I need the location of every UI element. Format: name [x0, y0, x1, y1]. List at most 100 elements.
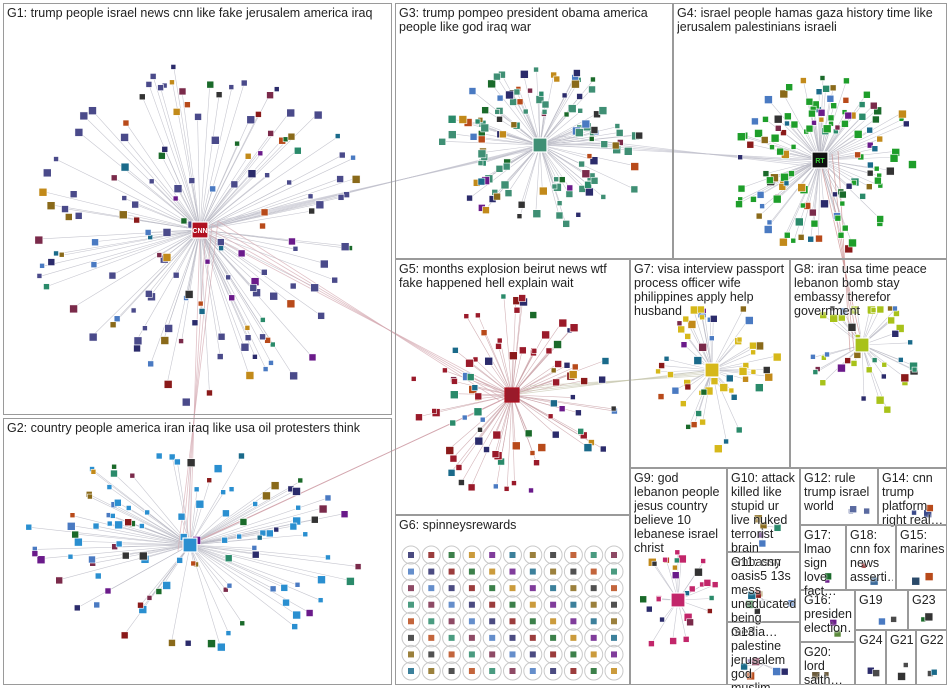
graph-node[interactable]: [822, 124, 832, 134]
graph-node[interactable]: [590, 634, 597, 641]
graph-node[interactable]: [590, 568, 597, 575]
graph-node[interactable]: [785, 83, 793, 91]
graph-node[interactable]: [184, 639, 192, 647]
graph-node[interactable]: [590, 552, 597, 558]
graph-node[interactable]: [354, 563, 362, 570]
graph-node[interactable]: [198, 308, 206, 315]
graph-node[interactable]: [800, 202, 806, 209]
graph-node[interactable]: [737, 184, 746, 193]
graph-node[interactable]: [872, 669, 880, 677]
graph-node[interactable]: [550, 552, 557, 558]
graph-node[interactable]: [195, 499, 205, 509]
graph-node[interactable]: [408, 585, 414, 592]
graph-node[interactable]: [611, 618, 617, 625]
graph-node[interactable]: [776, 147, 784, 156]
graph-node[interactable]: [249, 284, 258, 292]
graph-node[interactable]: [772, 667, 781, 676]
graph-node[interactable]: [569, 323, 579, 333]
graph-node[interactable]: [897, 672, 906, 681]
graph-node[interactable]: [145, 290, 153, 298]
graph-node[interactable]: [264, 337, 271, 344]
graph-node[interactable]: [36, 273, 43, 279]
graph-node[interactable]: [270, 481, 280, 490]
graph-node[interactable]: [851, 179, 857, 186]
graph-node[interactable]: [588, 136, 595, 142]
graph-node[interactable]: [819, 311, 828, 319]
graph-node[interactable]: [164, 324, 173, 333]
graph-node[interactable]: [289, 282, 297, 290]
graph-node[interactable]: [289, 522, 298, 531]
graph-node[interactable]: [42, 168, 52, 178]
graph-node[interactable]: [725, 374, 734, 383]
graph-node[interactable]: [611, 651, 617, 658]
graph-node[interactable]: [754, 129, 763, 138]
graph-node[interactable]: [209, 185, 216, 193]
graph-node[interactable]: [118, 210, 128, 220]
graph-node[interactable]: [269, 291, 278, 301]
graph-node[interactable]: [930, 668, 938, 676]
graph-node[interactable]: [870, 307, 877, 313]
graph-node[interactable]: [859, 193, 866, 200]
graph-node[interactable]: [124, 518, 132, 527]
graph-node[interactable]: [228, 84, 235, 90]
graph-node[interactable]: [707, 608, 713, 614]
graph-node[interactable]: [590, 585, 597, 592]
graph-node[interactable]: [723, 438, 729, 445]
graph-node[interactable]: [251, 550, 260, 559]
graph-node[interactable]: [217, 238, 225, 246]
graph-node[interactable]: [873, 106, 882, 116]
graph-node[interactable]: [854, 151, 861, 159]
graph-node[interactable]: [749, 341, 757, 350]
graph-node[interactable]: [558, 405, 566, 412]
graph-node[interactable]: [815, 88, 823, 96]
graph-node[interactable]: [331, 276, 338, 284]
graph-node[interactable]: [600, 194, 607, 200]
graph-node[interactable]: [902, 120, 910, 128]
graph-node[interactable]: [655, 368, 661, 375]
graph-node[interactable]: [172, 195, 179, 202]
graph-node[interactable]: [550, 601, 557, 608]
graph-node[interactable]: [149, 73, 157, 80]
graph-node[interactable]: [244, 334, 252, 341]
graph-node[interactable]: [428, 668, 435, 674]
graph-node[interactable]: [750, 369, 757, 375]
group-hub-node[interactable]: [854, 337, 870, 353]
graph-node[interactable]: [109, 513, 116, 519]
graph-node[interactable]: [34, 235, 44, 245]
graph-node[interactable]: [415, 413, 423, 422]
graph-node[interactable]: [516, 213, 523, 219]
graph-node[interactable]: [736, 132, 746, 142]
graph-node[interactable]: [207, 639, 216, 648]
graph-node[interactable]: [113, 315, 121, 323]
graph-node[interactable]: [255, 111, 262, 118]
graph-node[interactable]: [869, 576, 879, 586]
graph-node[interactable]: [69, 512, 76, 519]
graph-node[interactable]: [240, 342, 250, 352]
graph-node[interactable]: [751, 117, 759, 126]
graph-node[interactable]: [408, 668, 414, 674]
graph-node[interactable]: [106, 520, 113, 527]
graph-node[interactable]: [908, 160, 917, 169]
graph-node[interactable]: [547, 413, 554, 420]
graph-node[interactable]: [174, 458, 181, 466]
graph-node[interactable]: [841, 120, 849, 128]
graph-node[interactable]: [550, 651, 557, 658]
graph-node[interactable]: [289, 371, 298, 381]
graph-node[interactable]: [561, 92, 568, 99]
graph-node[interactable]: [829, 619, 838, 627]
graph-node[interactable]: [735, 426, 743, 434]
graph-node[interactable]: [570, 568, 577, 575]
graph-node[interactable]: [538, 90, 545, 97]
graph-node[interactable]: [740, 662, 748, 671]
graph-node[interactable]: [611, 552, 617, 558]
graph-node[interactable]: [66, 522, 76, 531]
graph-node[interactable]: [711, 581, 719, 588]
graph-node[interactable]: [911, 509, 917, 516]
graph-node[interactable]: [106, 484, 113, 490]
graph-node[interactable]: [449, 419, 457, 427]
graph-node[interactable]: [292, 245, 299, 252]
graph-node[interactable]: [824, 351, 830, 358]
graph-node[interactable]: [750, 349, 756, 356]
graph-node[interactable]: [144, 229, 152, 236]
graph-node[interactable]: [524, 429, 533, 438]
